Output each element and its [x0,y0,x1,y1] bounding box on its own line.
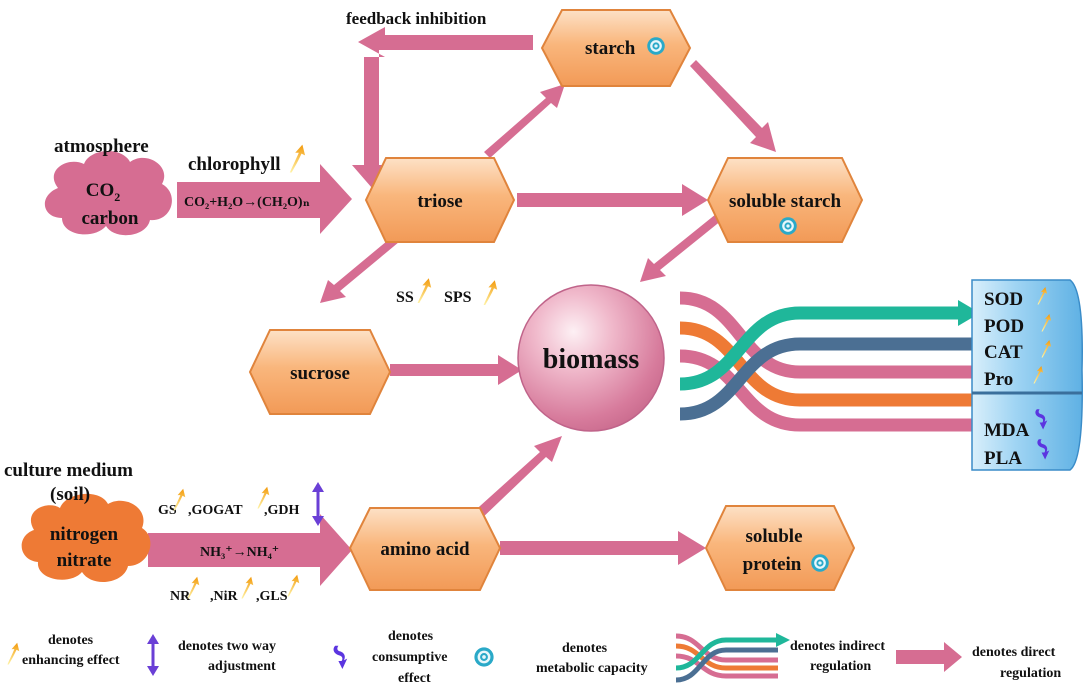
gls-up-icon [287,574,300,597]
legend-direct-2: regulation [1000,666,1061,681]
node-soluble-starch: soluble starch [706,157,864,243]
legend-enhancing-1: denotes [48,633,94,648]
nitrate-text: nitrate [57,550,112,571]
atmosphere-label: atmosphere [54,136,149,157]
starch-label: starch [585,38,636,59]
nir-up-icon [241,576,254,599]
soluble-protein-metabolic-icon [811,554,829,572]
triose-label: triose [417,191,462,212]
enzyme-down-list: MDA PLA [984,409,1050,469]
soluble-starch-metabolic-icon [779,217,797,235]
sucrose-biomass-arrow [390,355,522,385]
gs-up-icon [173,488,186,511]
nr-up-icon [187,576,200,599]
enzyme-pod: POD [984,316,1024,337]
triose-solublestarch-arrow [517,184,708,216]
gdh-twoway-icon [312,482,324,526]
ribbon-green [679,306,960,391]
triose-sucrose-arrow [320,226,411,303]
starch-metabolic-icon [647,37,665,55]
legend-twoway-2: adjustment [208,659,276,674]
ss-up-icon [417,278,432,303]
direct-arrows [148,27,776,586]
legend-direct-icon [896,642,962,672]
sps-label: SPS [444,289,472,306]
carbon-text: carbon [82,208,139,229]
legend-metabolic-icon [474,647,494,667]
biomass-label: biomass [543,344,640,375]
triose-starch-arrow [484,84,565,158]
gls-label: ,GLS [256,589,288,604]
amino-acid-label: amino acid [380,539,470,560]
indirect-ribbons [679,291,980,432]
legend-consumptive-2: consumptive [372,650,447,665]
sucrose-label: sucrose [290,363,350,384]
node-amino-acid: amino acid [348,507,502,591]
gdh-label: ,GDH [264,503,300,518]
chlorophyll-label: chlorophyll [188,154,281,175]
solublestarch-biomass-arrow [640,214,722,282]
legend-enhancing-2: enhancing effect [22,653,120,668]
amino-protein-arrow [500,531,706,565]
legend-twoway-icon [147,634,159,676]
cloud-nitrogen: nitrogen nitrate [21,493,151,583]
soluble-starch-label: soluble starch [729,191,842,212]
feedback-label: feedback inhibition [346,9,487,28]
node-starch: starch [540,9,692,87]
node-soluble-protein: soluble protein [704,505,856,591]
enzyme-sod: SOD [984,289,1023,310]
legend-metabolic-1: denotes [562,641,608,656]
nitrogen-arrow [148,514,352,586]
legend-metabolic-2: metabolic capacity [536,661,648,676]
legend-enhancing-icon [7,642,20,665]
gs-label: GS [158,503,177,518]
node-sucrose: sucrose [248,329,392,415]
legend-consumptive-1: denotes [388,629,434,644]
nitrogen-equation: NH₃⁺→NH₄⁺ [200,545,279,560]
amino-biomass-arrow [470,436,562,522]
cloud-co2: CO2 carbon [44,150,172,236]
legend-indirect-1: denotes indirect [790,639,885,654]
photosynthesis-equation: CO₂+H₂O→(CH₂O)ₙ [184,195,310,210]
soluble-protein-label-2: protein [743,554,802,575]
co2-text: CO2 [86,180,121,204]
gogat-label: ,GOGAT [188,503,243,518]
enzyme-up-list: SOD POD CAT Pro [984,287,1052,390]
ribbon-green-head [958,300,980,326]
node-biomass: biomass [517,284,665,432]
nir-label: ,NiR [210,589,239,604]
sps-up-icon [483,280,498,305]
enzyme-pro: Pro [984,369,1013,390]
culture-medium-label: culture medium [4,460,133,481]
legend: denotes enhancing effect denotes two way… [7,629,1061,686]
ribbon-steel [679,337,975,421]
legend-consumptive-icon [333,645,348,669]
nitrogen-text: nitrogen [50,524,119,545]
soil-label: (soil) [50,484,90,505]
photosynthesis-arrow [177,164,352,234]
enzyme-pla: PLA [984,448,1022,469]
starch-soluble-arrow [690,60,776,152]
ribbon-pink-2 [679,349,975,432]
legend-indirect-icon [675,633,790,683]
nr-label: NR [170,589,191,604]
chlorophyll-up-icon [289,144,306,173]
enzyme-mda: MDA [984,420,1030,441]
legend-consumptive-3: effect [398,671,431,686]
legend-indirect-2: regulation [810,659,871,674]
soluble-protein-label-1: soluble [745,526,802,547]
enzyme-box [971,279,1083,471]
legend-twoway-1: denotes two way [178,639,276,654]
enzyme-cat: CAT [984,342,1023,363]
node-triose: triose [364,157,516,243]
feedback-arrow [352,27,533,188]
ss-label: SS [396,289,414,306]
legend-direct-1: denotes direct [972,645,1056,660]
